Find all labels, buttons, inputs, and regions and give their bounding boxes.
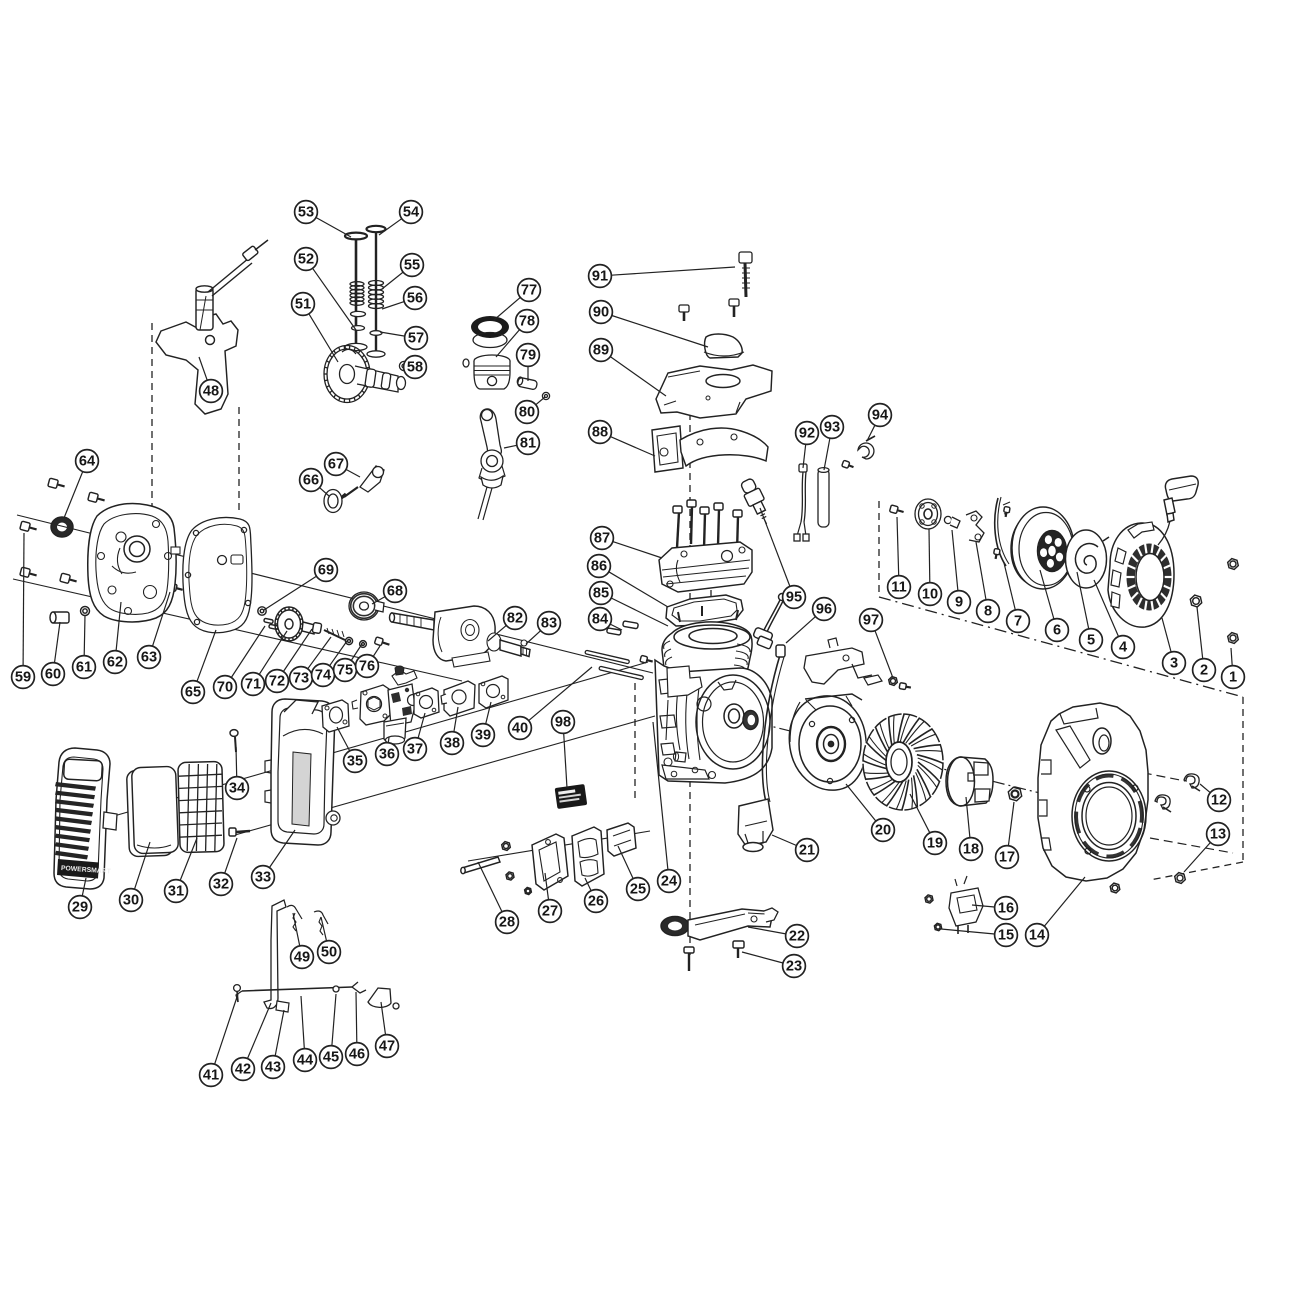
- svg-text:54: 54: [403, 205, 420, 221]
- svg-text:95: 95: [786, 590, 802, 606]
- svg-text:59: 59: [15, 670, 31, 686]
- svg-text:26: 26: [588, 894, 604, 910]
- svg-text:90: 90: [593, 305, 609, 321]
- svg-text:33: 33: [255, 870, 271, 886]
- svg-text:42: 42: [235, 1062, 251, 1078]
- svg-text:2: 2: [1200, 663, 1208, 679]
- svg-text:1: 1: [1229, 670, 1237, 686]
- svg-text:22: 22: [789, 929, 805, 945]
- svg-text:28: 28: [499, 915, 515, 931]
- svg-text:77: 77: [521, 283, 537, 299]
- svg-text:70: 70: [217, 680, 233, 696]
- svg-text:POWERSMART: POWERSMART: [61, 865, 112, 876]
- svg-text:79: 79: [520, 348, 536, 364]
- svg-text:88: 88: [592, 425, 608, 441]
- svg-text:80: 80: [519, 405, 535, 421]
- svg-text:45: 45: [323, 1050, 339, 1066]
- svg-text:98: 98: [555, 715, 571, 731]
- svg-text:92: 92: [799, 426, 815, 442]
- svg-text:96: 96: [816, 602, 832, 618]
- svg-text:16: 16: [998, 901, 1014, 917]
- svg-text:66: 66: [303, 473, 319, 489]
- svg-text:48: 48: [203, 384, 219, 400]
- svg-text:9: 9: [955, 595, 963, 611]
- svg-text:6: 6: [1053, 623, 1061, 639]
- svg-text:43: 43: [265, 1060, 281, 1076]
- svg-text:53: 53: [298, 205, 314, 221]
- svg-text:40: 40: [512, 721, 528, 737]
- svg-text:18: 18: [963, 842, 979, 858]
- svg-text:85: 85: [593, 586, 609, 602]
- svg-text:67: 67: [328, 457, 344, 473]
- svg-text:52: 52: [298, 252, 314, 268]
- svg-text:87: 87: [594, 531, 610, 547]
- svg-text:4: 4: [1119, 640, 1128, 656]
- svg-text:47: 47: [379, 1039, 395, 1055]
- svg-text:65: 65: [185, 685, 201, 701]
- svg-text:11: 11: [891, 580, 906, 596]
- svg-text:25: 25: [630, 882, 646, 898]
- svg-text:68: 68: [387, 584, 403, 600]
- svg-text:15: 15: [998, 928, 1014, 944]
- svg-text:69: 69: [318, 563, 334, 579]
- svg-text:17: 17: [999, 850, 1015, 866]
- svg-text:29: 29: [72, 900, 88, 916]
- svg-text:34: 34: [229, 781, 246, 797]
- svg-text:5: 5: [1087, 633, 1095, 649]
- svg-text:46: 46: [349, 1047, 365, 1063]
- svg-text:71: 71: [245, 677, 261, 693]
- svg-text:44: 44: [297, 1053, 314, 1069]
- svg-text:57: 57: [408, 331, 424, 347]
- svg-text:84: 84: [592, 612, 609, 628]
- svg-text:39: 39: [475, 728, 491, 744]
- svg-text:64: 64: [79, 454, 96, 470]
- svg-text:23: 23: [786, 959, 802, 975]
- svg-text:35: 35: [347, 754, 363, 770]
- svg-text:37: 37: [407, 742, 423, 758]
- svg-text:49: 49: [294, 950, 310, 966]
- svg-text:58: 58: [407, 360, 423, 376]
- svg-text:14: 14: [1029, 928, 1046, 944]
- svg-text:7: 7: [1014, 614, 1022, 630]
- svg-text:50: 50: [321, 945, 337, 961]
- svg-text:91: 91: [592, 269, 608, 285]
- svg-text:32: 32: [213, 877, 229, 893]
- svg-text:83: 83: [541, 616, 557, 632]
- svg-text:20: 20: [875, 823, 891, 839]
- svg-text:30: 30: [123, 893, 139, 909]
- svg-text:56: 56: [407, 291, 423, 307]
- svg-text:19: 19: [927, 836, 943, 852]
- svg-text:73: 73: [293, 671, 309, 687]
- svg-text:81: 81: [520, 436, 536, 452]
- svg-text:93: 93: [824, 420, 840, 436]
- svg-text:72: 72: [269, 674, 285, 690]
- svg-text:55: 55: [404, 258, 420, 274]
- svg-text:62: 62: [107, 655, 123, 671]
- svg-text:51: 51: [295, 297, 311, 313]
- svg-text:74: 74: [315, 668, 332, 684]
- svg-text:41: 41: [203, 1068, 219, 1084]
- svg-text:24: 24: [661, 874, 678, 890]
- svg-text:8: 8: [984, 604, 992, 620]
- svg-text:60: 60: [45, 667, 61, 683]
- svg-text:61: 61: [76, 660, 92, 676]
- svg-text:63: 63: [141, 650, 157, 666]
- svg-text:75: 75: [337, 663, 353, 679]
- svg-text:12: 12: [1211, 793, 1227, 809]
- svg-text:94: 94: [872, 408, 889, 424]
- svg-text:36: 36: [379, 747, 395, 763]
- svg-text:86: 86: [591, 559, 607, 575]
- svg-text:13: 13: [1210, 827, 1226, 843]
- svg-text:3: 3: [1170, 656, 1178, 672]
- svg-text:27: 27: [542, 904, 558, 920]
- svg-text:97: 97: [863, 613, 879, 629]
- svg-text:78: 78: [519, 314, 535, 330]
- svg-text:31: 31: [168, 884, 184, 900]
- svg-text:38: 38: [444, 736, 460, 752]
- svg-text:89: 89: [593, 343, 609, 359]
- svg-text:21: 21: [799, 843, 815, 859]
- svg-text:82: 82: [507, 611, 523, 627]
- svg-text:76: 76: [359, 659, 375, 675]
- svg-text:10: 10: [922, 587, 938, 603]
